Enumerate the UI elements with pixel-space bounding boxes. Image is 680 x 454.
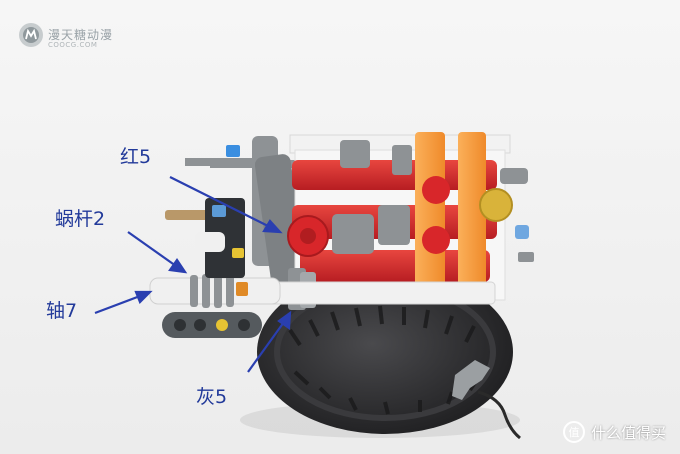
label-worm2: 蜗杆2 <box>55 208 106 230</box>
logo-badge-icon <box>19 23 43 47</box>
label-gray5: 灰5 <box>196 386 228 408</box>
svg-text:值: 值 <box>568 426 579 439</box>
site-logo: 漫天糖动漫 COOCG.COM <box>18 22 128 52</box>
logo-main-text: 漫天糖动漫 <box>48 28 114 42</box>
label-axle7: 轴7 <box>46 300 78 322</box>
label-red5: 红5 <box>120 146 152 168</box>
value-logo-icon: 值 <box>562 421 585 443</box>
watermark: 值 什么值得买 <box>562 420 666 444</box>
watermark-text: 什么值得买 <box>590 423 666 442</box>
annotation-arrows <box>94 176 292 373</box>
logo-sub-text: COOCG.COM <box>48 41 98 49</box>
gray-hook-piece <box>452 360 521 440</box>
lego-gearbox <box>149 132 534 338</box>
